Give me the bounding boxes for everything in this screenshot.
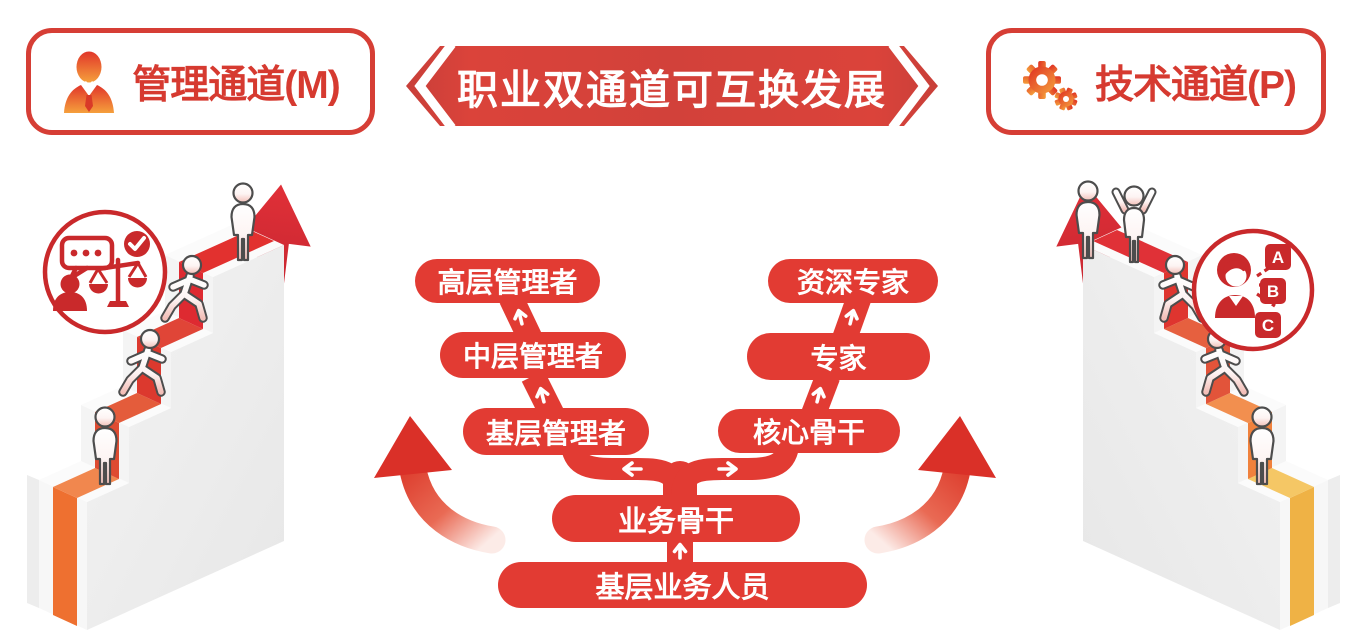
- career-path-connectors: [374, 292, 996, 568]
- level-core-backbone: 核心骨干: [718, 409, 900, 453]
- left-chevron-icon: [414, 44, 456, 128]
- level-middle-manager: 中层管理者: [440, 332, 626, 378]
- option-letter: C: [1262, 316, 1274, 335]
- right-chevron-icon: [888, 44, 930, 128]
- person-options-icon: A B C: [1191, 228, 1315, 352]
- level-entry-staff: 基层业务人员: [498, 562, 867, 608]
- management-channel-label: 管理通道(M): [132, 63, 340, 107]
- check-icon: [128, 236, 146, 251]
- option-letter: A: [1272, 248, 1284, 267]
- banner-title: 职业双通道可互换发展: [457, 67, 887, 113]
- level-senior-manager: 高层管理者: [415, 259, 600, 303]
- technical-channel-badge: 技术通道(P): [986, 28, 1326, 135]
- level-junior-manager: 基层管理者: [463, 408, 649, 455]
- swoosh-arrow-right: [864, 416, 996, 554]
- crossover-right-arrow-icon: [717, 461, 738, 477]
- management-channel-badge: 管理通道(M): [26, 28, 375, 135]
- technical-channel-label: 技术通道(P): [1095, 63, 1297, 107]
- dual-channel-banner: 职业双通道可互换发展: [402, 44, 942, 128]
- level-senior-expert: 资深专家: [768, 259, 938, 303]
- businessperson-icon: [64, 51, 115, 113]
- option-letter: B: [1267, 282, 1279, 301]
- discussion-balance-approval-icon: [42, 209, 168, 335]
- crossover-left-arrow-icon: [622, 461, 643, 477]
- level-business-backbone: 业务骨干: [552, 495, 800, 542]
- swoosh-arrow-left: [374, 416, 506, 554]
- banner-ribbon-shape: [406, 44, 938, 128]
- level-expert: 专家: [747, 333, 930, 380]
- gears-icon: [1023, 60, 1078, 110]
